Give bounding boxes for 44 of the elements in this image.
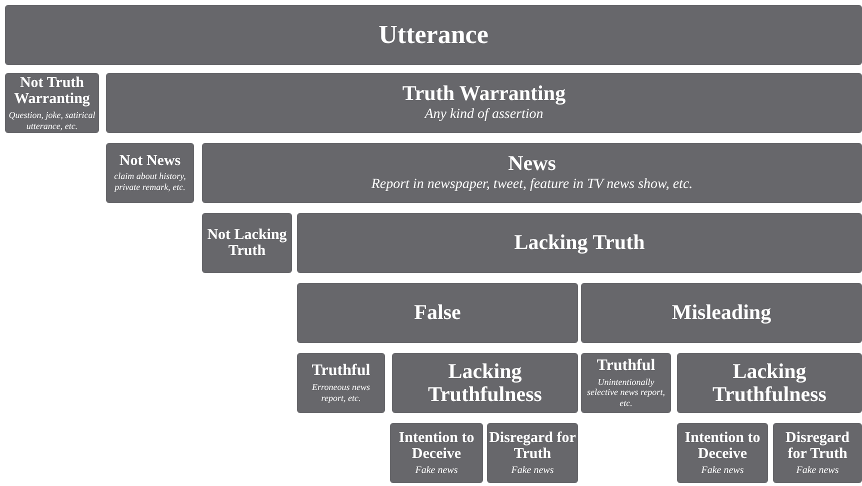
category-box <box>487 423 578 483</box>
example-text: Report in newspaper, tweet, feature in TV news show, etc. <box>371 177 693 194</box>
category-title: False <box>414 301 461 325</box>
category-box <box>581 353 671 413</box>
category-title: Utterance <box>378 20 488 50</box>
category-box <box>106 73 862 133</box>
category-title: Truth Warranting <box>402 82 566 106</box>
category-title: Truthful <box>596 357 656 375</box>
category-box <box>5 5 862 65</box>
category-title: Truthful <box>312 362 370 380</box>
example-text: Question, joke, satirical utterance, etc. <box>8 110 96 132</box>
category-box <box>106 143 194 203</box>
category-title: Not Lacking Truth <box>206 226 288 260</box>
category-box <box>5 73 99 133</box>
category-title: Intention to Deceive <box>684 430 762 462</box>
category-box <box>202 213 292 273</box>
category-title: Not News <box>119 152 181 170</box>
category-box <box>677 353 862 413</box>
example-text: claim about history, private remark, etc. <box>113 171 187 194</box>
category-box <box>202 143 862 203</box>
example-text: Fake news <box>796 464 839 476</box>
example-text: Unintentionally selective news report, etc. <box>586 376 666 409</box>
category-title: Disregard for Truth <box>489 430 576 462</box>
category-title: News <box>508 152 556 176</box>
category-title: Intention to Deceive <box>398 430 476 462</box>
category-box <box>677 423 768 483</box>
category-box <box>297 213 862 273</box>
category-title: Lacking Truth <box>514 231 645 255</box>
example-text: Fake news <box>701 464 744 476</box>
category-title: Not Truth Warranting <box>13 74 91 108</box>
example-text: Fake news <box>511 464 554 476</box>
category-box <box>297 353 385 413</box>
category-box <box>581 283 862 343</box>
category-title: Misleading <box>672 301 772 325</box>
category-title: Lacking Truthfulness <box>427 360 543 406</box>
category-box <box>392 353 578 413</box>
category-box <box>390 423 483 483</box>
category-title: Lacking Truthfulness <box>712 360 828 406</box>
category-box <box>773 423 862 483</box>
category-box <box>297 283 578 343</box>
example-text: Any kind of assertion <box>424 107 544 124</box>
example-text: Erroneous news report, etc. <box>311 382 371 404</box>
category-title: Disregard for Truth <box>784 430 850 462</box>
example-text: Fake news <box>415 464 458 476</box>
